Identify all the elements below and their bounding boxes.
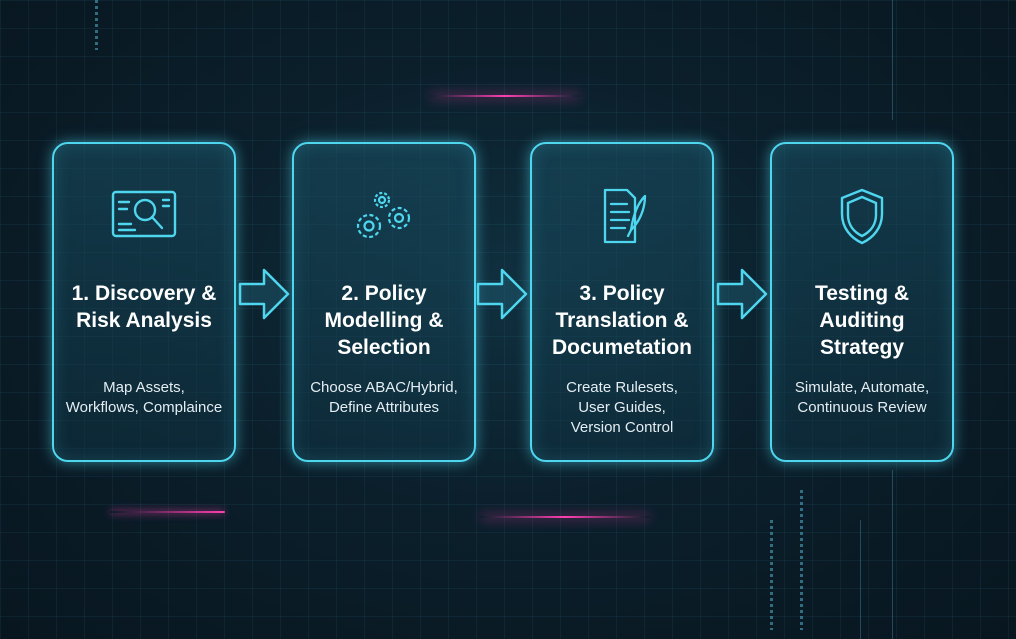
step-card-discovery: 1. Discovery & Risk Analysis Map Assets,… xyxy=(52,142,236,462)
decor-dots xyxy=(800,490,803,630)
step-card-translation: 3. Policy Translation & Documetation Cre… xyxy=(530,142,714,462)
step-card-testing: Testing & Auditing Strategy Simulate, Au… xyxy=(770,142,954,462)
arrow-right-icon xyxy=(476,268,528,320)
decor-line xyxy=(892,470,893,639)
magnifier-document-icon xyxy=(109,186,179,248)
arrow-right-icon xyxy=(238,268,290,320)
step-title: 3. Policy Translation & Documetation xyxy=(551,282,692,359)
step-title: 2. Policy Modelling & Selection xyxy=(324,282,444,359)
gears-icon xyxy=(349,186,419,248)
step-description: Create Rulesets, User Guides, Version Co… xyxy=(566,379,678,436)
magenta-glow xyxy=(430,95,580,97)
step-description: Choose ABAC/Hybrid, Define Attributes xyxy=(310,379,458,416)
decor-dots xyxy=(95,0,98,50)
magenta-glow xyxy=(480,516,650,518)
step-title: Testing & Auditing Strategy xyxy=(814,282,910,359)
step-title: 1. Discovery & Risk Analysis xyxy=(71,282,217,332)
decor-line xyxy=(860,520,861,639)
document-quill-icon xyxy=(587,186,657,248)
decor-dots xyxy=(770,520,773,630)
shield-icon xyxy=(827,186,897,248)
step-card-modelling: 2. Policy Modelling & Selection Choose A… xyxy=(292,142,476,462)
arrow-right-icon xyxy=(716,268,768,320)
step-description: Simulate, Automate, Continuous Review xyxy=(794,379,930,416)
step-description: Map Assets, Workflows, Complaince xyxy=(65,379,223,416)
decor-line xyxy=(892,0,893,120)
magenta-glow xyxy=(110,511,225,513)
